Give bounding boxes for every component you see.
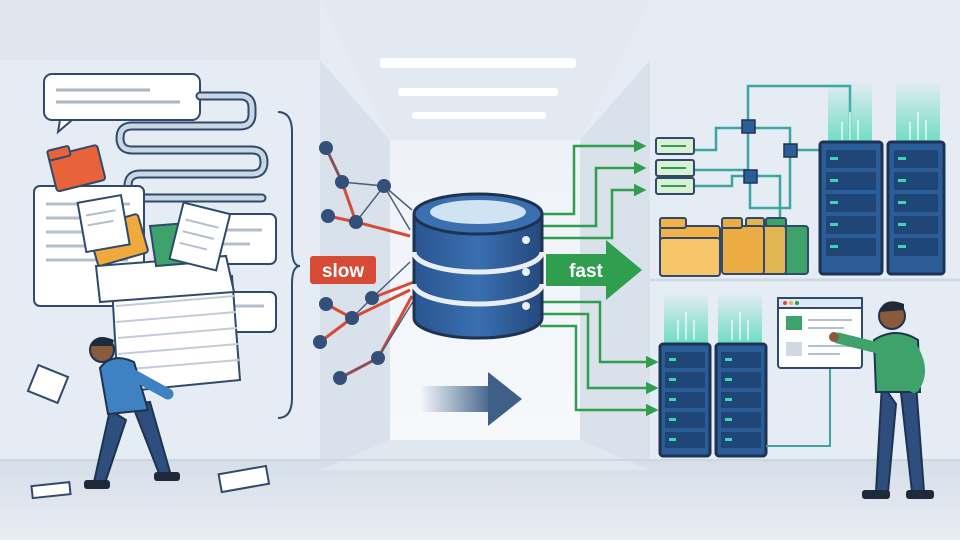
folder-icon <box>721 217 765 275</box>
person-overloaded <box>84 337 180 489</box>
fast-data-flows <box>540 139 659 417</box>
dashboard-window-icon <box>777 297 863 369</box>
information-overload <box>26 73 301 500</box>
flying-paper <box>30 481 72 500</box>
server-rack-group-top <box>818 80 946 276</box>
ceiling-light <box>398 88 558 96</box>
database-icon <box>411 192 545 340</box>
folder-icon <box>659 217 721 277</box>
ceiling-light <box>380 58 576 68</box>
arrow-right-icon <box>420 372 522 426</box>
node-graph-icon <box>313 141 415 385</box>
server-rack-group-bottom <box>658 292 831 458</box>
grouping-brace <box>277 111 301 419</box>
file-card <box>655 177 695 195</box>
server-rack-icon <box>658 342 712 458</box>
organized-storage <box>655 84 852 277</box>
flying-paper <box>217 464 271 494</box>
flying-paper <box>26 363 70 405</box>
document-pile-icon <box>76 193 242 394</box>
folder-row <box>659 217 809 277</box>
folder-icon <box>46 144 107 193</box>
fast-label-text: fast <box>569 261 603 282</box>
server-rack-icon <box>886 140 946 276</box>
server-rack-icon <box>714 342 768 458</box>
ceiling-light <box>412 112 546 119</box>
person-presenting <box>829 301 934 499</box>
server-rack-icon <box>818 140 884 276</box>
speech-bubble-icon <box>43 73 201 121</box>
file-card <box>655 137 695 155</box>
file-card <box>655 159 695 177</box>
fast-arrow: fast <box>546 240 642 300</box>
slow-label: slow <box>310 256 376 284</box>
slow-label-text: slow <box>322 261 364 282</box>
